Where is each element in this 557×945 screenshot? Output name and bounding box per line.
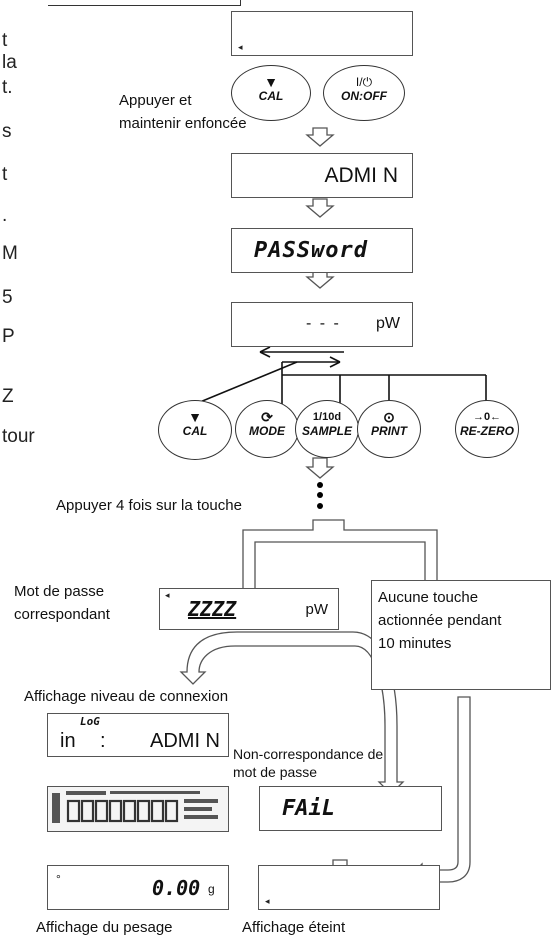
display-pw-zzzz: ◂ ZZZZ pW — [159, 588, 339, 630]
rezero-key[interactable]: →0← RE-ZERO — [455, 400, 519, 458]
triangle-down-icon: ▼ — [264, 74, 278, 90]
stable-indicator-icon: ° — [56, 872, 61, 886]
mode-key-label: MODE — [249, 424, 285, 438]
cal-key-label: CAL — [182, 424, 208, 438]
login-log-text: LoG — [80, 715, 100, 728]
indicator-arrow-icon: ◂ — [265, 896, 270, 906]
login-level-label: Affichage niveau de connexion — [24, 688, 229, 705]
display-password: PASSword — [231, 228, 413, 273]
lcd-test-pattern-icon — [52, 791, 218, 823]
on-off-key[interactable]: I/⏻ ON:OFF — [323, 65, 405, 121]
left-fragment: Z — [2, 386, 14, 407]
print-key[interactable]: ⊙ PRINT — [357, 400, 421, 458]
on-off-key-label: ON:OFF — [341, 89, 387, 103]
cal-key-label: CAL — [258, 89, 284, 103]
admin-text: ADMI N — [324, 164, 399, 187]
press-hold-label-2: maintenir enfoncée — [119, 115, 247, 132]
power-icon: I/⏻ — [355, 75, 373, 89]
display-fail: FAiL — [259, 786, 442, 831]
sample-key[interactable]: 1/10d SAMPLE — [295, 400, 359, 458]
left-fragment: t la — [2, 30, 17, 73]
left-fragment: s — [2, 121, 12, 142]
password-match-label-1: Mot de passe — [14, 583, 105, 600]
left-fragment: t — [2, 164, 8, 185]
login-colon: : — [100, 730, 106, 752]
sample-key-top: 1/10d — [312, 411, 342, 423]
triangle-down-icon: ▼ — [188, 409, 202, 425]
print-icon: ⊙ — [383, 409, 395, 425]
press-hold-label-1: Appuyer et — [119, 92, 192, 109]
display-pw-entry: - - - pW — [231, 302, 413, 347]
left-fragment: . — [2, 205, 8, 226]
left-fragment: t. — [2, 77, 13, 98]
no-key-line-3: 10 minutes — [378, 635, 452, 652]
off-display-label: Affichage éteint — [242, 919, 346, 936]
display-admin: ADMI N — [231, 153, 413, 198]
fail-text: FAiL — [282, 796, 335, 821]
weight-unit: g — [208, 882, 215, 896]
mismatch-label-1: Non-correspondance de — [233, 746, 384, 762]
display-weight: ° 0.00 g — [47, 865, 229, 910]
password-prompt-text: PASSword — [254, 238, 368, 263]
mode-key[interactable]: ⟳ MODE — [235, 400, 299, 458]
no-key-line-1: Aucune touche — [378, 589, 479, 606]
entry-dashes: - - - — [306, 315, 341, 332]
cal-key[interactable]: ▼ CAL — [158, 400, 232, 460]
login-admin-text: ADMI N — [150, 730, 220, 752]
pw-unit: pW — [376, 315, 400, 332]
left-fragment: M — [2, 243, 18, 264]
pw-entry-text: ZZZZ — [188, 597, 237, 621]
no-key-timeout-box: Aucune touche actionnée pendant 10 minut… — [371, 580, 551, 690]
mismatch-label-2: mot de passe — [233, 764, 318, 780]
cal-key-top[interactable]: ▼ CAL — [231, 65, 311, 121]
press-4-times-label: Appuyer 4 fois sur la touche — [56, 497, 242, 514]
display-login: LoG in : ADMI N — [47, 713, 229, 757]
weight-value: 0.00 — [152, 876, 201, 900]
rezero-key-label: RE-ZERO — [460, 424, 514, 438]
print-key-label: PRINT — [371, 424, 407, 438]
display-off: ◂ — [258, 865, 440, 910]
pw-unit: pW — [305, 601, 329, 618]
left-fragment: tour — [2, 426, 35, 447]
login-in-text: in — [60, 730, 76, 752]
no-key-line-2: actionnée pendant — [378, 612, 502, 629]
indicator-arrow-icon: ◂ — [238, 42, 243, 52]
password-match-label-2: correspondant — [14, 606, 110, 623]
display-all-segments — [47, 786, 229, 832]
display-blank-top: ◂ — [231, 11, 413, 56]
rezero-icon: →0← — [472, 411, 502, 423]
top-divider — [48, 0, 241, 6]
indicator-arrow-icon: ◂ — [165, 590, 170, 600]
left-fragment: 5 — [2, 287, 13, 308]
sample-key-label: SAMPLE — [301, 424, 352, 438]
cycle-icon: ⟳ — [261, 409, 273, 425]
left-fragment: P — [2, 326, 15, 347]
weighing-display-label: Affichage du pesage — [36, 919, 173, 936]
